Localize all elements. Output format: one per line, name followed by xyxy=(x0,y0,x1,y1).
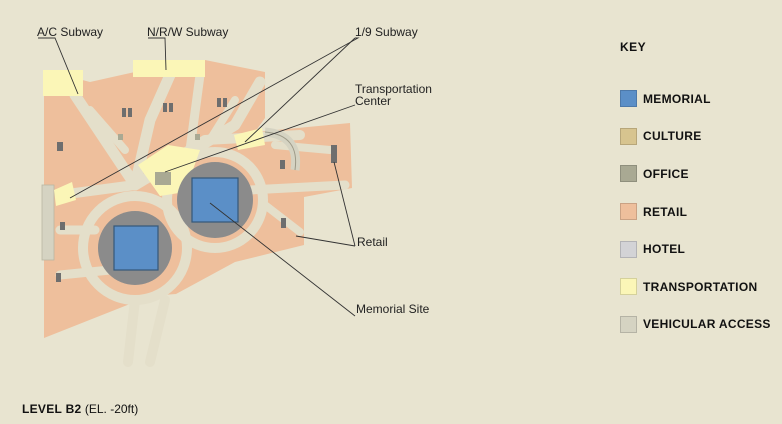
vehicular-strip-left xyxy=(41,184,55,261)
key-swatch xyxy=(620,278,637,296)
key-label: RETAIL xyxy=(643,204,688,219)
key-swatch xyxy=(620,315,637,333)
key-item-culture: CULTURE xyxy=(620,118,771,156)
key-swatch xyxy=(620,203,637,221)
memorial-plaza-ring-north xyxy=(162,147,268,253)
key-item-memorial: MEMORIAL xyxy=(620,80,771,118)
level-elevation: (EL. -20ft) xyxy=(84,402,139,416)
key-item-retail: RETAIL xyxy=(620,193,771,231)
key-swatch xyxy=(620,127,637,145)
label-transportation-center-line2: Center xyxy=(355,94,391,108)
memorial-pool-north xyxy=(191,177,239,223)
label-memorial-site: Memorial Site xyxy=(356,302,430,316)
key-swatch xyxy=(620,240,637,258)
key-title: KEY xyxy=(620,40,647,54)
key-label: CULTURE xyxy=(643,129,702,144)
key-label: HOTEL xyxy=(643,242,686,257)
key-item-transportation: TRANSPORTATION xyxy=(620,268,771,306)
key-label: VEHICULAR ACCESS xyxy=(643,317,771,332)
key-item-office: OFFICE xyxy=(620,155,771,193)
key-item-hotel: HOTEL xyxy=(620,230,771,268)
key-swatch xyxy=(620,90,637,108)
label-transportation-center-line1: Transportation xyxy=(355,82,432,96)
key-label: MEMORIAL xyxy=(643,91,711,106)
subway-19-entry-west xyxy=(54,182,76,206)
key-item-vehicular-access: VEHICULAR ACCESS xyxy=(620,306,771,344)
key-legend: MEMORIAL CULTURE OFFICE RETAIL HOTEL TRANSPOR… xyxy=(620,80,771,343)
nrw-subway-entry xyxy=(133,60,205,77)
ac-subway-entry xyxy=(43,70,83,96)
level-caption: LEVEL B2 (EL. -20ft) xyxy=(22,402,138,416)
label-retail: Retail xyxy=(357,235,388,249)
key-swatch xyxy=(620,165,637,183)
memorial-plaza-ring-south xyxy=(78,191,192,305)
callout-lines xyxy=(38,37,360,317)
memorial-pool-south xyxy=(113,225,159,271)
label-ac-subway: A/C Subway xyxy=(37,25,103,39)
stair-marks xyxy=(56,98,337,282)
label-nrw-subway: N/R/W Subway xyxy=(147,25,228,39)
key-label: TRANSPORTATION xyxy=(643,279,758,294)
level-name: LEVEL B2 xyxy=(22,402,82,416)
key-label: OFFICE xyxy=(643,166,689,181)
label-1-9-subway: 1/9 Subway xyxy=(355,25,418,39)
